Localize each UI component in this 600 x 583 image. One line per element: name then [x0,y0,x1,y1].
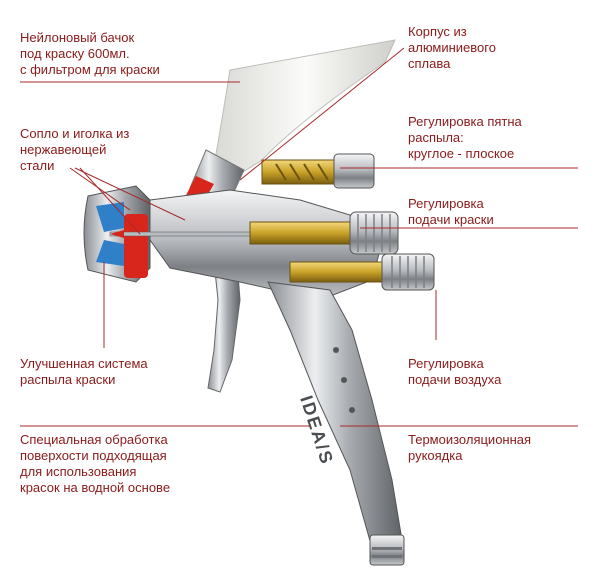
label-spray-pattern: Регулировка пятна распыла: круглое - пло… [408,114,522,161]
label-atomization: Улучшенная система распыла краски [20,356,148,387]
label-coating: Специальная обработка поверхости подходя… [20,432,171,495]
gun-body [149,189,381,301]
leader-body [239,47,405,181]
paint-feed-adjuster [249,221,351,245]
handle [267,281,403,549]
air-cap-red-ring [124,214,148,278]
leader-nozzle-c [79,167,141,235]
label-paint-feed: Регулировка подачи краски [408,196,494,227]
air-feed-adjuster [289,261,383,283]
label-handle: Термоизоляционная рукоядка [408,432,532,463]
label-air-feed: Регулировка подачи воздуха [408,356,502,387]
label-nozzle: Сопло и иголка из нержавеющей стали [20,126,130,173]
label-tank: Нейлоновый бачок под краску 600мл. с фил… [20,30,160,77]
leader-nozzle-b [74,167,186,221]
leader-nozzle-a [69,167,131,211]
leader-lines [20,47,578,427]
label-body: Корпус из алюминиевого сплава [408,24,496,71]
paint-cup [214,39,396,176]
